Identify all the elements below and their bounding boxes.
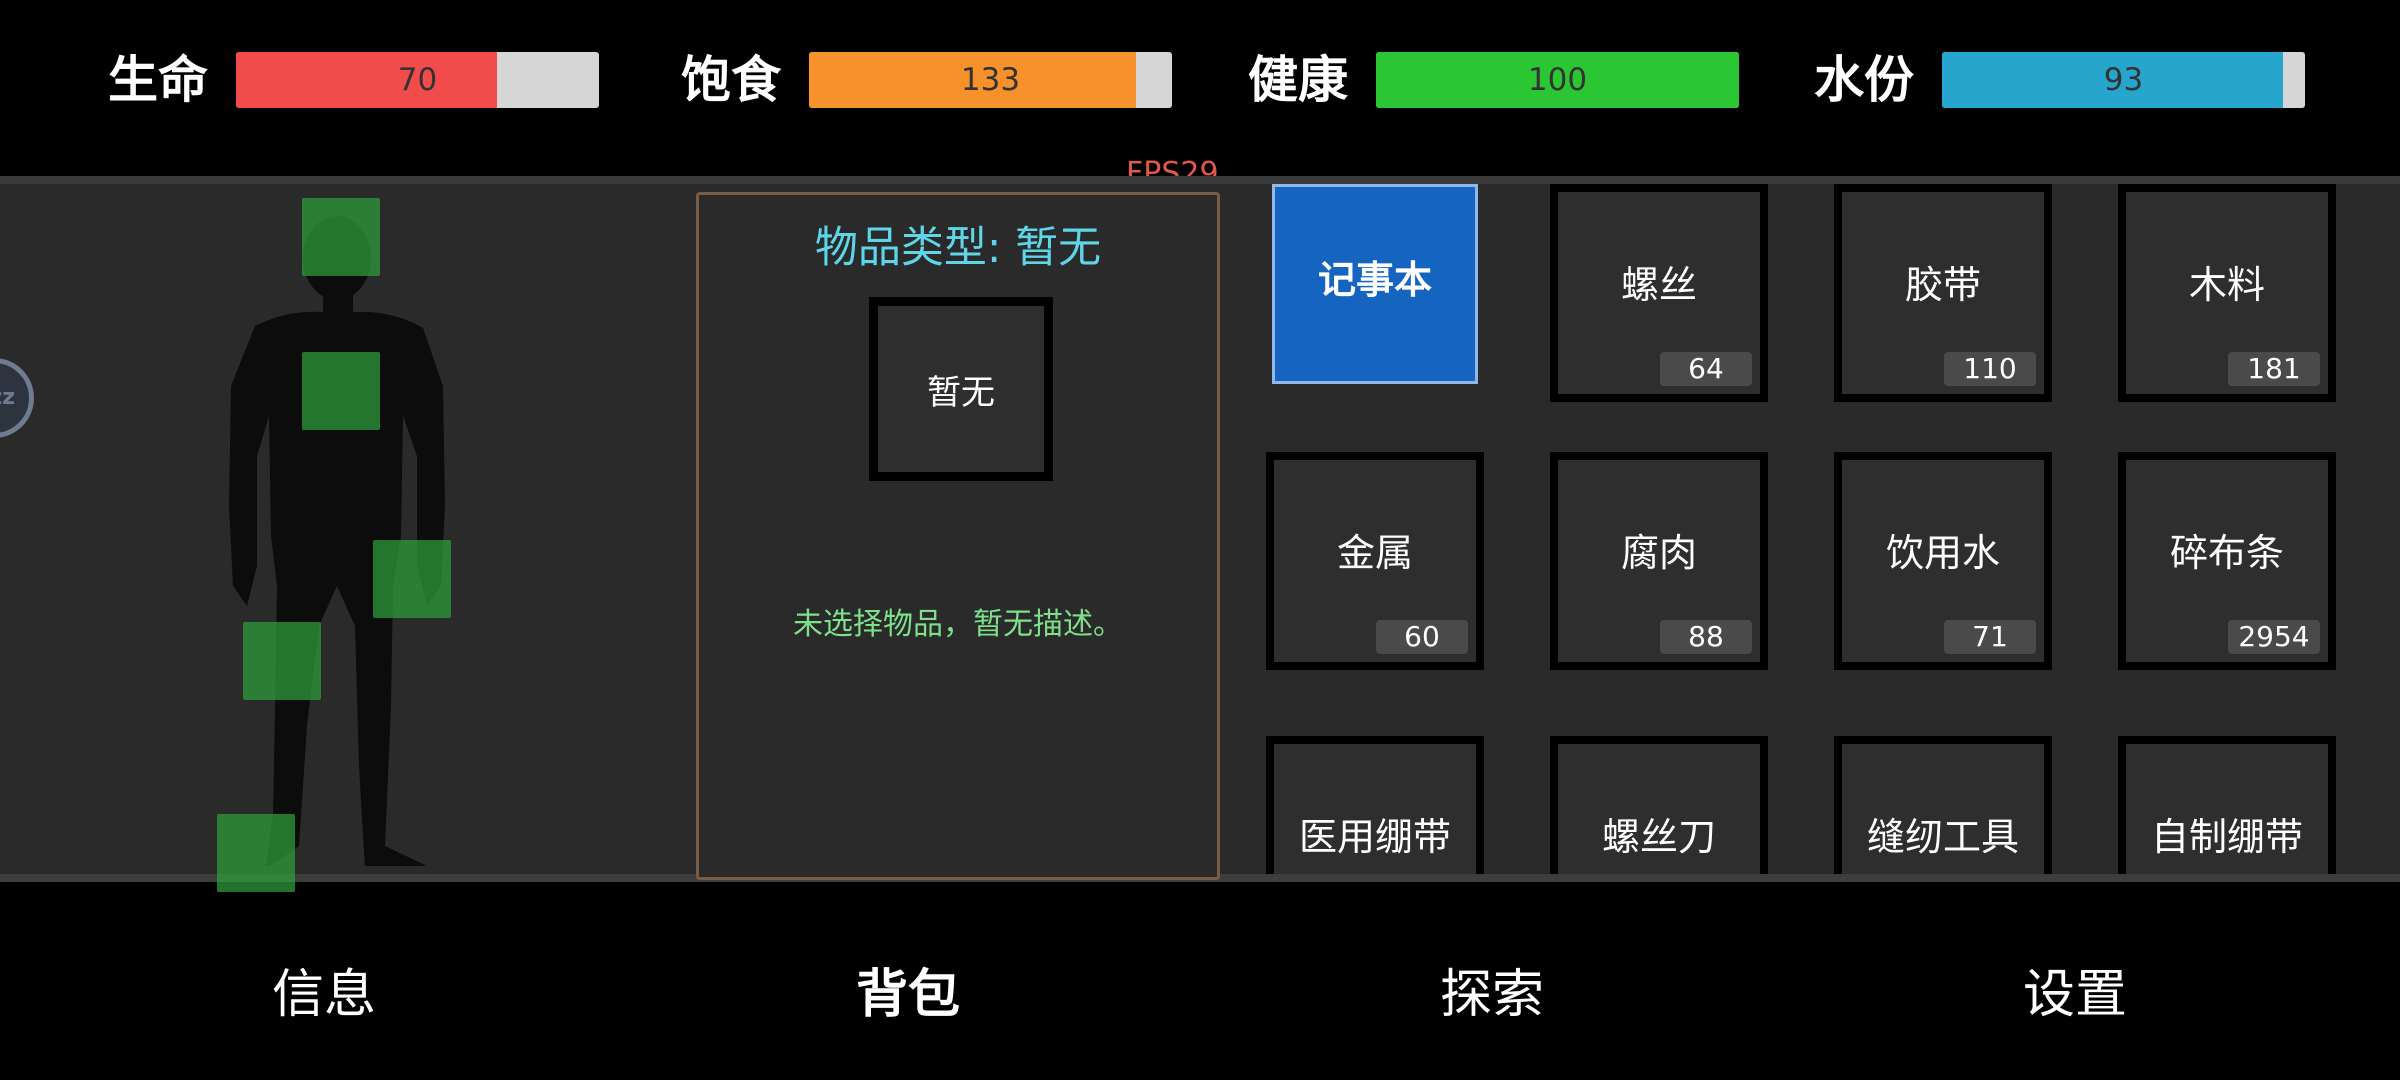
item-count: 110 — [1944, 352, 2036, 386]
stat-label: 健康 — [1248, 51, 1348, 109]
nav-settings[interactable]: 设置 — [2022, 965, 2127, 1025]
main-panel: zz 物品类型: 暂无 暂无 未选择物品，暂无描述。 — [0, 176, 2400, 892]
equip-slot-chest[interactable] — [302, 352, 380, 430]
inventory-slot[interactable]: 金属 60 — [1266, 452, 1484, 670]
item-count: 181 — [2228, 352, 2320, 386]
item-name: 木料 — [2188, 263, 2265, 307]
stat-label: 水份 — [1814, 51, 1914, 109]
stat-health: 生命 70 — [108, 52, 599, 108]
stat-value: 70 — [397, 62, 438, 98]
stat-value: 133 — [960, 62, 1021, 98]
inventory-slot[interactable]: 饮用水 71 — [1834, 452, 2052, 670]
item-count: 64 — [1660, 352, 1752, 386]
inventory-slot[interactable]: 缝纫工具 — [1834, 736, 2052, 874]
equip-slot-feet[interactable] — [217, 814, 295, 892]
stat-bar: 70 — [236, 52, 599, 108]
stat-fill — [1942, 52, 2284, 108]
item-name: 碎布条 — [2169, 531, 2284, 575]
item-name: 记事本 — [1317, 258, 1432, 302]
item-name: 缝纫工具 — [1866, 815, 2019, 859]
body-equipment-area: zz — [0, 184, 690, 892]
stat-value: 93 — [2103, 62, 2144, 98]
inventory-slot[interactable]: 自制绷带 — [2118, 736, 2336, 874]
item-count: 2954 — [2228, 620, 2320, 654]
stat-fill — [236, 52, 498, 108]
sleep-icon[interactable]: zz — [0, 358, 34, 438]
inventory-grid[interactable]: 记事本 螺丝 64 胶带 110 木料 181 金属 60 腐肉 88 — [1262, 184, 2400, 874]
stat-fill — [809, 52, 1136, 108]
item-count: 88 — [1660, 620, 1752, 654]
stat-fill — [1376, 52, 1739, 108]
equip-slot-head[interactable] — [302, 198, 380, 276]
stat-bar: 100 — [1376, 52, 1739, 108]
inventory-slot[interactable]: 木料 181 — [2118, 184, 2336, 402]
inventory-slot[interactable]: 螺丝 64 — [1550, 184, 1768, 402]
item-description: 未选择物品，暂无描述。 — [793, 607, 1123, 642]
stat-wellness: 健康 100 — [1248, 52, 1739, 108]
nav-explore[interactable]: 探索 — [1439, 965, 1544, 1025]
item-preview-slot: 暂无 — [869, 297, 1053, 481]
item-name: 医用绷带 — [1298, 815, 1451, 859]
stat-satiety: 饱食 133 — [681, 52, 1172, 108]
stat-value: 100 — [1527, 62, 1588, 98]
body-silhouette-icon — [229, 216, 445, 866]
nav-backpack[interactable]: 背包 — [855, 965, 960, 1025]
item-count: 60 — [1376, 620, 1468, 654]
stat-label: 生命 — [108, 51, 208, 109]
item-name: 螺丝 — [1620, 263, 1697, 307]
inventory-slot[interactable]: 螺丝刀 — [1550, 736, 1768, 874]
item-name: 腐肉 — [1620, 531, 1697, 575]
item-name: 饮用水 — [1885, 531, 2000, 575]
equip-slot-legs[interactable] — [243, 622, 321, 700]
item-name: 自制绷带 — [2150, 815, 2303, 859]
inventory-slot[interactable]: 医用绷带 — [1266, 736, 1484, 874]
inventory-slot[interactable]: 记事本 — [1272, 184, 1478, 384]
item-type-label: 物品类型: 暂无 — [814, 223, 1102, 273]
item-count: 71 — [1944, 620, 2036, 654]
item-preview-label: 暂无 — [927, 372, 995, 413]
item-name: 胶带 — [1904, 263, 1981, 307]
stat-bar: 133 — [809, 52, 1172, 108]
nav-info[interactable]: 信息 — [271, 965, 376, 1025]
item-name: 金属 — [1336, 531, 1413, 575]
stat-water: 水份 93 — [1814, 52, 2305, 108]
inventory-slot[interactable]: 胶带 110 — [1834, 184, 2052, 402]
inventory-slot[interactable]: 碎布条 2954 — [2118, 452, 2336, 670]
stat-bar: 93 — [1942, 52, 2305, 108]
inventory-slot[interactable]: 腐肉 88 — [1550, 452, 1768, 670]
item-name: 螺丝刀 — [1601, 815, 1716, 859]
equip-slot-hand[interactable] — [373, 540, 451, 618]
item-detail-panel: 物品类型: 暂无 暂无 未选择物品，暂无描述。 — [696, 192, 1220, 880]
stat-label: 饱食 — [681, 51, 781, 109]
